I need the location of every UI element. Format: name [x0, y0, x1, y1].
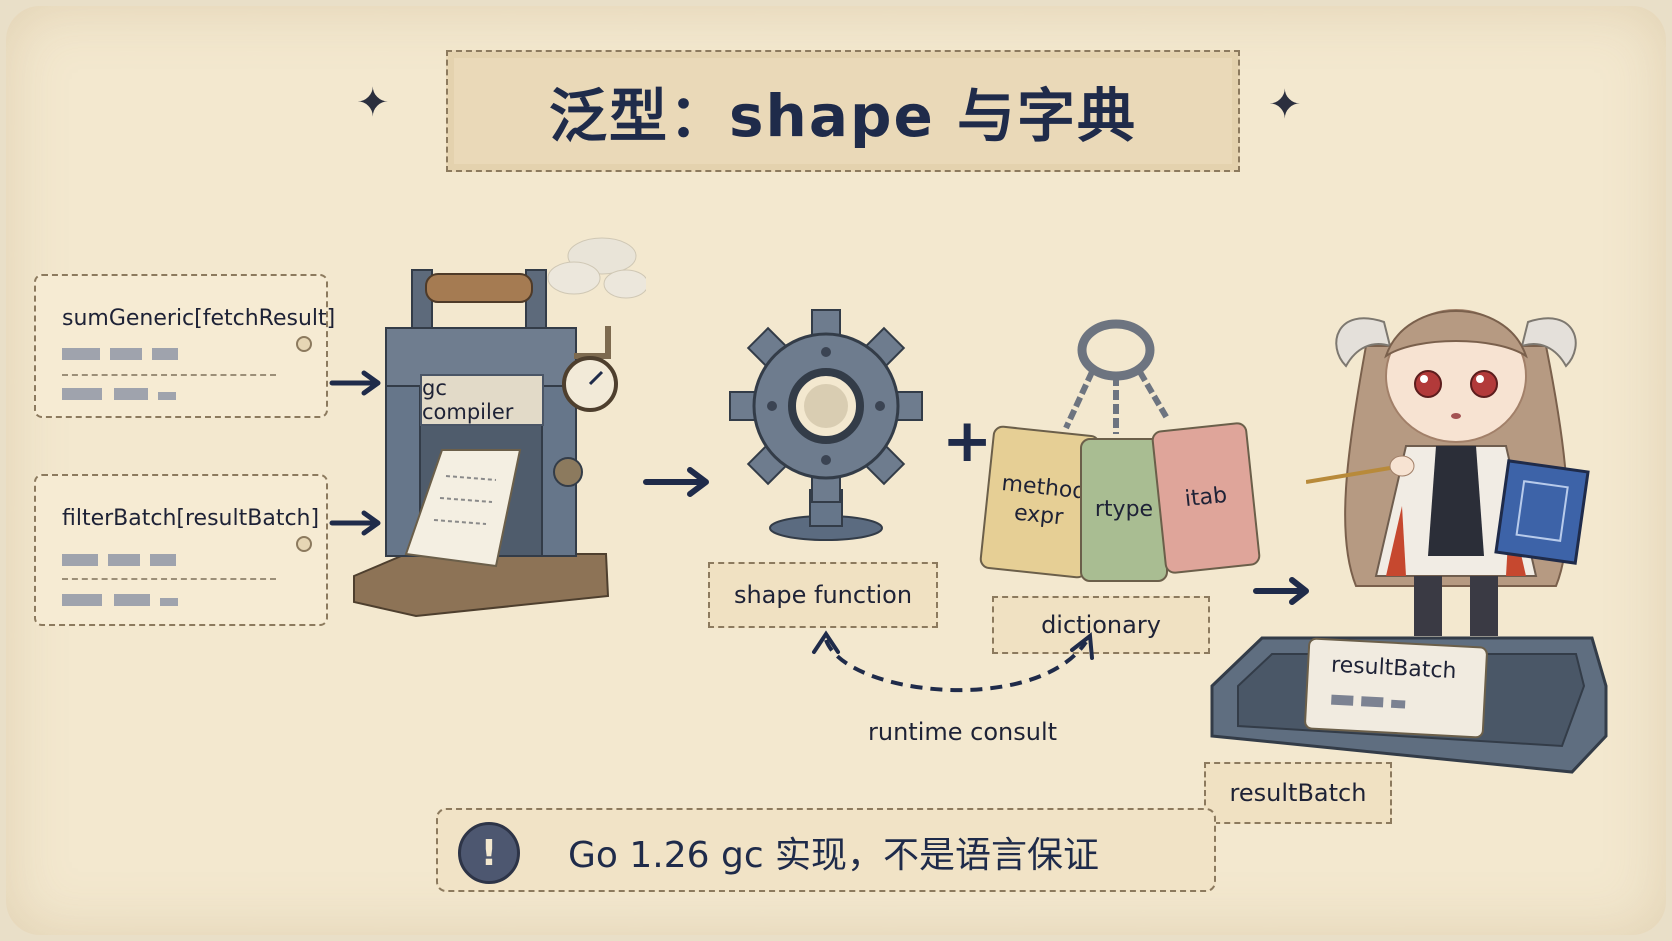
- dictionary-text: dictionary: [1041, 611, 1161, 639]
- input-label: sumGeneric[fetchResult]: [62, 306, 336, 331]
- character-illustration: [1306, 309, 1590, 636]
- result-card-label: resultBatch: [1330, 652, 1458, 685]
- exclamation-icon: !: [458, 822, 520, 884]
- output-label: resultBatch: [1204, 762, 1392, 824]
- title-banner: 泛型：shape 与字典: [446, 50, 1240, 172]
- shape-function-label: shape function: [708, 562, 938, 628]
- dictionary-label: dictionary: [992, 596, 1210, 654]
- output-label-text: resultBatch: [1229, 779, 1367, 807]
- runtime-consult-arrow: [812, 630, 1094, 693]
- tag-label: method expr: [1000, 470, 1088, 531]
- compiler-label-text: gc compiler: [422, 376, 514, 424]
- ticket-hole-icon: [296, 336, 312, 352]
- compiler-press-illustration: [353, 237, 646, 618]
- shape-function-text: shape function: [733, 581, 913, 609]
- result-card: resultBatch: [1303, 637, 1489, 739]
- arrow-icon: [1253, 577, 1309, 605]
- dictionary-tag-itab: itab: [1150, 421, 1262, 575]
- key-ring-icon: [1063, 319, 1171, 434]
- note-text: Go 1.26 gc 实现，不是语言保证: [568, 835, 1100, 876]
- compiler-label: gc compiler: [420, 374, 544, 426]
- implementation-note: ! Go 1.26 gc 实现，不是语言保证: [436, 808, 1216, 892]
- tag-label: rtype: [1094, 497, 1154, 522]
- sparkle-icon: ✦: [356, 80, 390, 126]
- plus-sign: +: [942, 406, 993, 476]
- page-title: 泛型：shape 与字典: [549, 82, 1137, 150]
- sparkle-icon: ✦: [1268, 82, 1302, 128]
- input-ticket-filter: filterBatch[resultBatch]: [34, 474, 328, 626]
- runtime-consult-label: runtime consult: [868, 718, 1058, 746]
- gear-icon: [729, 309, 923, 541]
- arrow-icon: [329, 370, 381, 396]
- input-ticket-sum: sumGeneric[fetchResult]: [34, 274, 335, 418]
- diagram-canvas: ✦ 泛型：shape 与字典 ✦ sumGeneric[fetchResult]…: [6, 6, 1666, 935]
- ticket-hole-icon: [296, 536, 312, 552]
- arrow-icon: [643, 467, 709, 497]
- arrow-icon: [329, 510, 381, 536]
- input-label: filterBatch[resultBatch]: [62, 506, 320, 531]
- tag-label: itab: [1183, 482, 1229, 513]
